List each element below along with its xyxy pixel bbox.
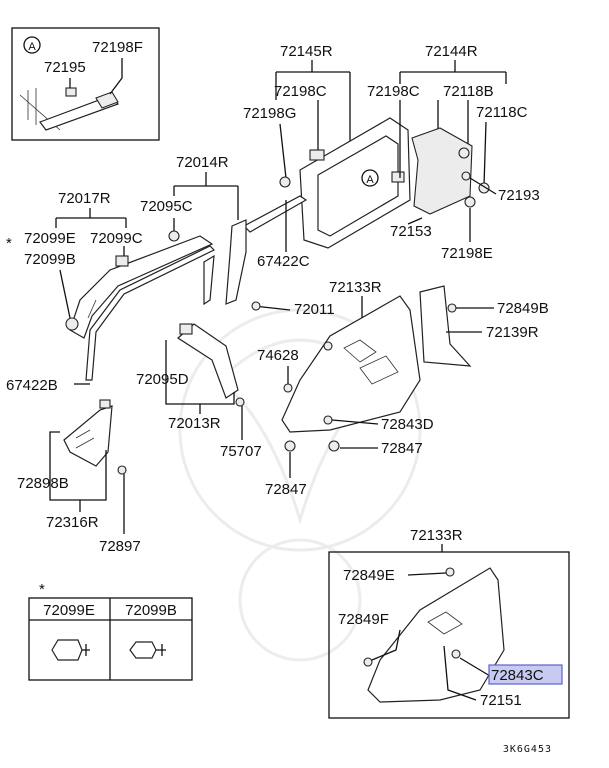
screw-72011 [251,301,261,311]
label-72014R: 72014R [176,154,229,171]
front-pillar-72017R: 72017R * 72099E 72099C 72099B [6,190,214,339]
clip-72847-right [328,440,340,452]
clip-75707 [235,397,245,407]
bracket-72316R: 72898B 72316R 72897 [17,399,141,555]
circle-a-inset-label: A [28,41,36,53]
inset-quarter-trim [367,567,505,703]
clip-72099B [65,317,79,331]
screw-72193 [461,171,471,181]
label-72133R-inset: 72133R [410,527,463,544]
legend-asterisk: * [39,581,45,598]
clip-72198C-left [309,149,325,161]
label-72193: 72193 [498,187,540,204]
rear-lower-trim-72139R: 72849B 72139R [419,285,549,367]
clip-72849E [445,567,455,577]
label-72095D: 72095D [136,371,189,388]
clip-72849B [447,303,457,313]
label-72145R: 72145R [280,43,333,60]
weatherstrip-67422B: 67422B [6,245,216,394]
inset-box-a: A 72198F 72195 [11,27,160,141]
label-75707: 75707 [220,443,262,460]
rear-quarter-trim-panel [281,295,421,433]
pillar-trim-72014R: 72014R 72095C 72011 [140,154,335,318]
label-72118C: 72118C [476,104,528,121]
label-72198E: 72198E [441,245,493,262]
label-72847-right: 72847 [381,440,423,457]
label-72195: 72195 [44,59,86,76]
upper-rear-trim: 72144R 72198C 72118B 72118C 72193 72153 … [367,43,540,262]
center-pillar-trim [177,323,239,399]
label-72144R: 72144R [425,43,478,60]
label-72099C: 72099C [90,230,143,247]
label-72133R-main: 72133R [329,279,382,296]
label-72898B: 72898B [17,475,69,492]
label-67422C: 67422C [257,253,310,270]
label-72151: 72151 [480,692,522,709]
clip-72198E [464,196,476,208]
svg-text:A: A [366,174,374,186]
screw-72897 [117,465,127,475]
label-72118B: 72118B [443,83,494,100]
trim-panel-inset [39,95,120,131]
clip-72198F [95,91,119,109]
quarter-trim-72133R: 72133R 72843D 72847 72847 [265,279,434,498]
clip-72198G [279,176,291,188]
label-72198F: 72198F [92,39,143,56]
screw-72843C [451,649,461,659]
center-pillar-72013R: 72095D 72013R 75707 74628 [136,323,299,460]
label-74628: 74628 [257,347,299,364]
clip-72195 [65,87,77,97]
window-frame-inner [317,135,399,237]
label-72843C: 72843C [491,667,544,684]
label-asterisk: * [6,235,12,252]
label-72847-left: 72847 [265,481,307,498]
side-bracket [63,405,113,467]
inset-box-72133R: 72133R 72849E 72849F 72843C 72151 [328,527,570,719]
label-72013R: 72013R [168,415,221,432]
label-72017R: 72017R [58,190,111,207]
legend-col2-header: 72099B [125,602,177,619]
quarter-window-trim: 72145R 72198C 72198G A [243,43,411,249]
clip-72847-left [284,440,296,452]
clip-72099B-illustration [129,641,166,659]
circle-a-main [361,169,379,187]
label-72139R: 72139R [486,324,539,341]
front-pillar-trim [69,235,214,339]
screw-72843D [323,415,333,425]
label-72849B: 72849B [497,300,549,317]
label-72849E: 72849E [343,567,395,584]
clip-72095D [179,323,193,335]
clip-72099C [115,255,129,267]
label-67422B: 67422B [6,377,58,394]
label-72099B: 72099B [24,251,76,268]
drawing-code: 3K6G453 [503,744,552,755]
label-72316R: 72316R [46,514,99,531]
label-72198C-left: 72198C [274,83,327,100]
label-72198G: 72198G [243,105,296,122]
legend-col1-header: 72099E [43,602,95,619]
clip-legend: * 72099E 72099B [28,581,193,681]
pillar-upper-72014R [225,219,247,305]
label-72897: 72897 [99,538,141,555]
label-72099E: 72099E [24,230,76,247]
label-72011: 72011 [294,301,335,318]
label-72849F: 72849F [338,611,389,628]
clip-72849F [363,657,373,667]
screw-74628 [283,383,293,393]
weatherstrip-67422C: 67422C [243,195,310,270]
rear-upper-trim-panel [411,127,473,215]
label-72095C: 72095C [140,198,193,215]
label-72843D: 72843D [381,416,434,433]
circle-a-marker [23,36,41,54]
clip-72095C [168,230,180,242]
label-72153: 72153 [390,223,432,240]
label-72198C-right: 72198C [367,83,420,100]
clip-72118B [458,147,470,159]
clip-72099E-illustration [51,639,90,661]
highlight-72843C [488,664,563,685]
clip-72198C-right [391,171,405,183]
